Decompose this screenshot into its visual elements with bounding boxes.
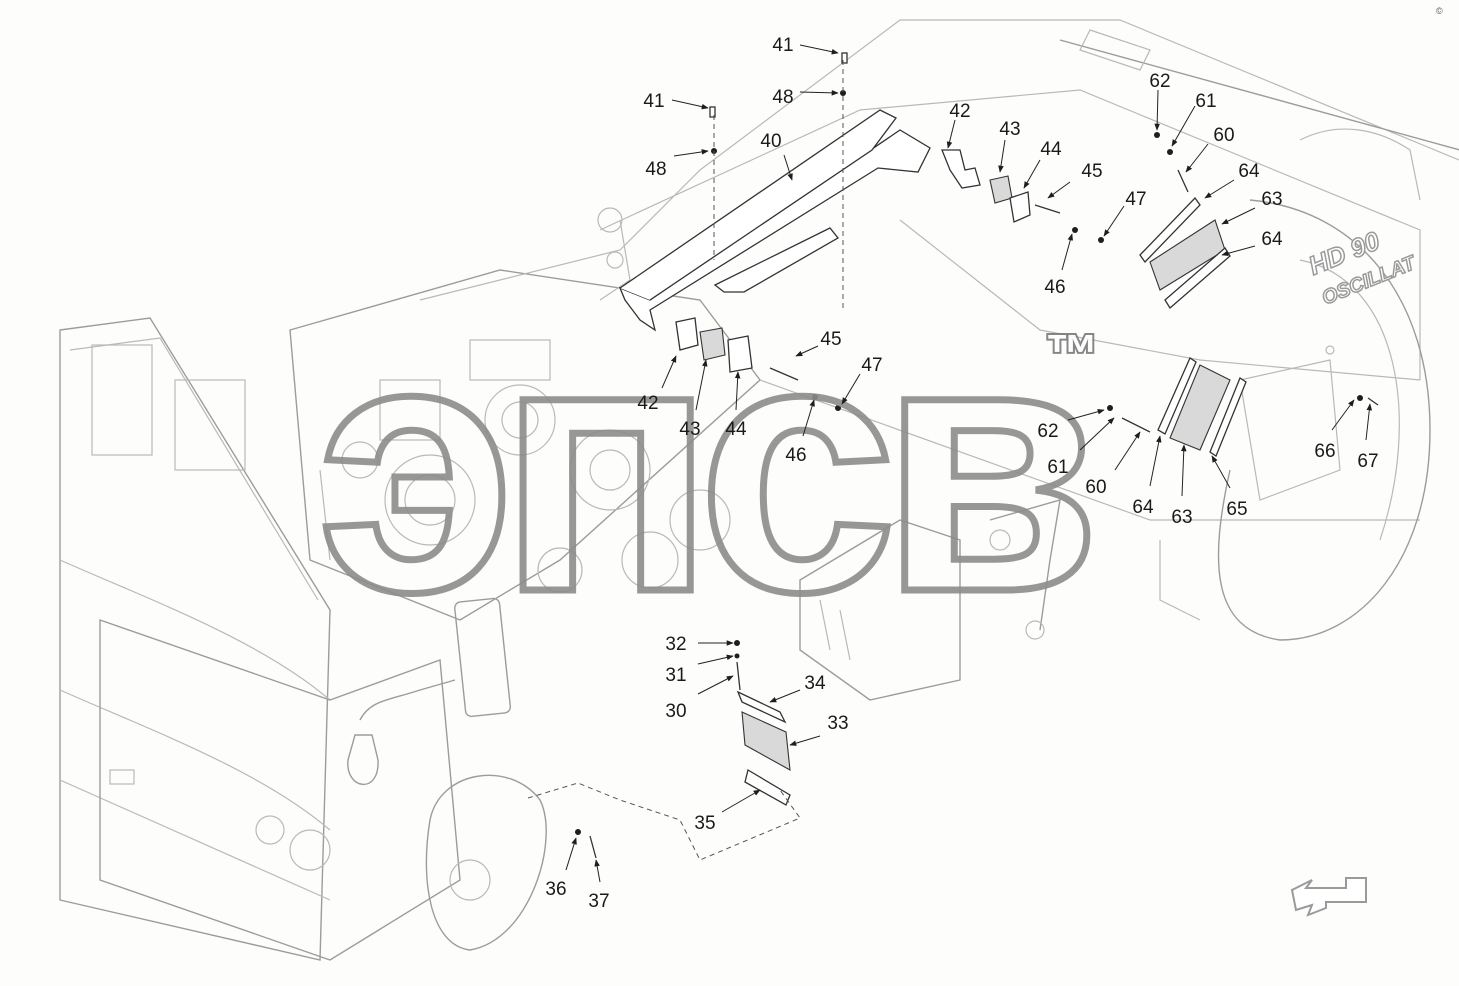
- callout-leader-36: [565, 837, 577, 871]
- callout-label-45: 45: [1081, 161, 1102, 182]
- callout-leader-31: [697, 654, 734, 665]
- callout-leader-60: [1114, 431, 1141, 471]
- callout-label-64: 64: [1238, 161, 1260, 182]
- callout-label-60: 60: [1085, 477, 1106, 498]
- callout-leader-64: [1149, 435, 1162, 487]
- callout-leader-43: [998, 139, 1006, 173]
- svg-text:™: ™: [1045, 324, 1099, 384]
- callout-leader-48: [673, 149, 709, 157]
- callout-leader-44: [1023, 159, 1041, 189]
- callout-label-67: 67: [1357, 451, 1378, 472]
- callout-label-41: 41: [643, 91, 664, 112]
- callout-label-45: 45: [820, 329, 841, 350]
- callout-leader-48: [799, 90, 839, 96]
- callout-label-30: 30: [665, 701, 686, 722]
- callout-label-31: 31: [665, 665, 686, 686]
- callout-leader-44: [734, 371, 741, 411]
- callout-leader-62: [1067, 408, 1105, 421]
- callout-leader-42: [661, 355, 677, 389]
- callout-label-47: 47: [1125, 189, 1146, 210]
- arrow-down-left-icon: [1290, 877, 1367, 917]
- callout-leader-42: [946, 119, 956, 149]
- callout-label-63: 63: [1261, 189, 1282, 210]
- callout-label-42: 42: [949, 101, 970, 122]
- callout-leader-33: [789, 735, 821, 746]
- callout-leader-63: [1221, 207, 1256, 225]
- callout-label-60: 60: [1213, 125, 1234, 146]
- callout-leader-35: [721, 789, 761, 813]
- svg-text:эпсв: эпсв: [317, 265, 1088, 667]
- callout-leader-61: [1171, 105, 1196, 147]
- exploded-parts: [527, 52, 1379, 861]
- callout-label-36: 36: [545, 879, 566, 900]
- callout-leader-63: [1180, 444, 1187, 497]
- corner-mark: ©: [1436, 6, 1443, 16]
- callout-leader-46: [1061, 233, 1074, 271]
- callout-label-43: 43: [679, 419, 700, 440]
- callout-label-46: 46: [785, 445, 806, 466]
- callout-leader-62: [1154, 89, 1160, 131]
- callout-label-34: 34: [804, 673, 826, 694]
- callout-leader-45: [795, 345, 819, 357]
- callout-label-62: 62: [1037, 421, 1058, 442]
- callout-label-44: 44: [725, 419, 747, 440]
- callout-label-61: 61: [1195, 91, 1216, 112]
- callout-leader-37: [594, 859, 601, 883]
- callout-label-48: 48: [645, 159, 666, 180]
- machine-background: [59, 19, 1459, 961]
- callout-label-41: 41: [772, 35, 793, 56]
- callout-label-37: 37: [588, 891, 609, 912]
- callout-leader-61: [1079, 417, 1115, 451]
- callout-label-66: 66: [1314, 441, 1335, 462]
- callout-label-64: 64: [1132, 497, 1154, 518]
- callout-label-65: 65: [1226, 499, 1247, 520]
- callout-label-35: 35: [694, 813, 715, 834]
- callout-label-33: 33: [827, 713, 848, 734]
- callout-label-63: 63: [1171, 507, 1192, 528]
- callout-group: 4148414840424344454746626160646364454746…: [545, 35, 1378, 912]
- callout-leader-41: [671, 99, 709, 110]
- callout-label-48: 48: [772, 87, 793, 108]
- watermark: эпсв ™: [314, 262, 1110, 671]
- callout-leader-40: [783, 154, 793, 181]
- callout-label-32: 32: [665, 634, 686, 655]
- callout-leader-47: [841, 373, 861, 405]
- callout-leader-67: [1365, 403, 1373, 441]
- machine-plate-text: HD 90 OSCILLAT: [1303, 224, 1420, 310]
- callout-leader-66: [1331, 399, 1355, 431]
- callout-leader-41: [799, 44, 839, 55]
- callout-leader-43: [695, 359, 708, 411]
- callout-label-43: 43: [999, 119, 1020, 140]
- callout-label-46: 46: [1044, 277, 1065, 298]
- callout-leader-34: [769, 689, 801, 703]
- callout-leader-46: [802, 399, 815, 437]
- callout-label-42: 42: [637, 393, 658, 414]
- callout-label-47: 47: [861, 355, 882, 376]
- callout-leader-30: [697, 675, 734, 695]
- callout-label-64: 64: [1261, 229, 1283, 250]
- callout-label-40: 40: [760, 131, 781, 152]
- callout-label-44: 44: [1040, 139, 1062, 160]
- callout-leader-45: [1047, 181, 1071, 199]
- callout-leader-47: [1103, 205, 1125, 237]
- callout-leader-65: [1211, 455, 1231, 489]
- callout-leader-64: [1204, 179, 1235, 199]
- callout-label-62: 62: [1149, 71, 1170, 92]
- callout-label-61: 61: [1047, 457, 1068, 478]
- callout-leader-64: [1221, 245, 1256, 257]
- callout-leader-60: [1185, 143, 1209, 173]
